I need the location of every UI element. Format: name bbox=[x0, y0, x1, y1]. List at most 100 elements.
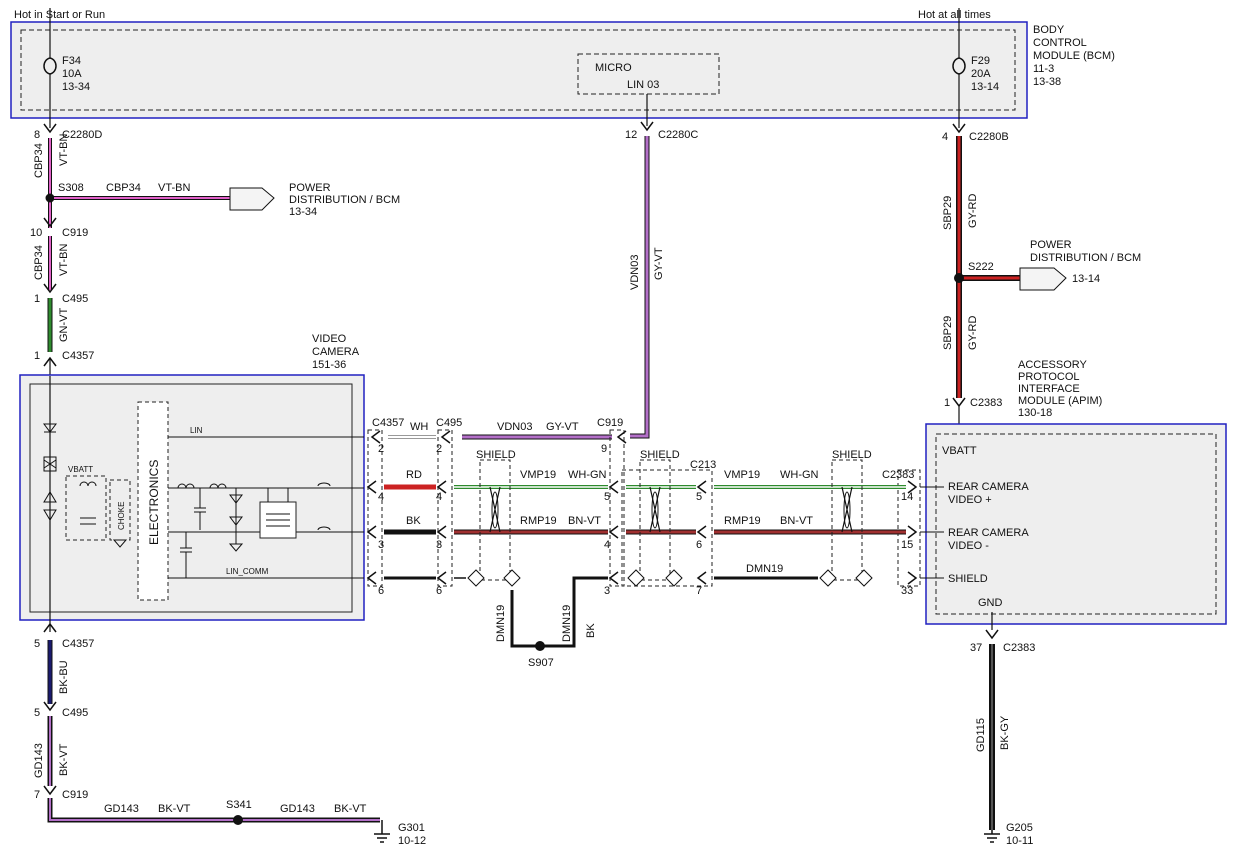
bcm-title-3: MODULE (BCM) bbox=[1033, 50, 1115, 62]
video-camera-module: VBATT CHOKE ELECTRONICS LIN LIN_COMM bbox=[19, 374, 365, 632]
wire-bk-drain: BK bbox=[585, 623, 597, 638]
wire-cbp34-mid: CBP34 bbox=[33, 245, 45, 280]
pin-sh-33: 33 bbox=[901, 585, 913, 597]
pin-vp-4b: 4 bbox=[436, 491, 442, 503]
shield-label-3: SHIELD bbox=[832, 449, 872, 461]
apim-ref: 130-18 bbox=[1018, 407, 1052, 419]
wire-bnvt-2: BN-VT bbox=[780, 515, 813, 527]
connector-c2280b: C2280B bbox=[969, 131, 1009, 143]
ground-g205-name: G205 bbox=[1006, 822, 1033, 834]
wire-gyrd-top: GY-RD bbox=[967, 194, 979, 228]
pin-sh-3: 3 bbox=[604, 585, 610, 597]
wire-whgn-1: WH-GN bbox=[568, 469, 607, 481]
pin-vp-4a: 4 bbox=[378, 491, 384, 503]
wire-cbp34-h: CBP34 bbox=[106, 182, 141, 194]
tvs-diode-icon bbox=[229, 488, 243, 540]
shield-drain-wire bbox=[366, 571, 918, 648]
camera-lin-label: LIN bbox=[190, 426, 203, 435]
pin-1-c4357: 1 bbox=[34, 350, 40, 362]
wire-rmp19-1: RMP19 bbox=[520, 515, 557, 527]
camera-title-2: CAMERA bbox=[312, 346, 360, 358]
camera-connector-icon bbox=[317, 482, 331, 531]
lin-wire-vdn03 bbox=[370, 94, 654, 444]
power-dist-left-ref: 13-34 bbox=[289, 206, 317, 218]
hot-all-times-label: Hot at all times bbox=[918, 9, 991, 21]
connector-c2383-bottom: C2383 bbox=[1003, 642, 1035, 654]
pin-vp-5a: 5 bbox=[604, 491, 610, 503]
wire-wh: WH bbox=[410, 421, 428, 433]
pin-vm-15: 15 bbox=[901, 539, 913, 551]
fuse-element-icon bbox=[43, 456, 57, 472]
wire-gyrd-bottom: GY-RD bbox=[967, 316, 979, 350]
pin-1-c495: 1 bbox=[34, 293, 40, 305]
apim-title-2: PROTOCOL bbox=[1018, 371, 1080, 383]
wire-whgn-2: WH-GN bbox=[780, 469, 819, 481]
apim-title-1: ACCESSORY bbox=[1018, 359, 1088, 371]
power-dist-connector-right-icon bbox=[1019, 267, 1067, 291]
wire-vdn03-h: VDN03 bbox=[497, 421, 532, 433]
camera-ref: 151-36 bbox=[312, 359, 346, 371]
wire-sbp29-bottom: SBP29 bbox=[942, 316, 954, 350]
choke-block bbox=[109, 479, 131, 541]
pin-sh-6b: 6 bbox=[436, 585, 442, 597]
fuse-f34-rating: 10A bbox=[62, 68, 82, 80]
pin-12: 12 bbox=[625, 129, 637, 141]
splice-s222: S222 bbox=[968, 261, 994, 273]
ground-g301-icon bbox=[374, 820, 390, 843]
bcm-title-2: CONTROL bbox=[1033, 37, 1087, 49]
hot-start-run-label: Hot in Start or Run bbox=[14, 9, 105, 21]
bcm-module: MICRO LIN 03 bbox=[10, 21, 1028, 119]
shield-label-1: SHIELD bbox=[476, 449, 516, 461]
electronics-label: ELECTRONICS bbox=[147, 460, 161, 545]
splice-s308-dot bbox=[45, 193, 55, 203]
fuse-f29-rating: 20A bbox=[971, 68, 991, 80]
connector-c919-left: C919 bbox=[62, 227, 88, 239]
electronics-block bbox=[137, 401, 169, 601]
pin-vm-3b: 3 bbox=[436, 539, 442, 551]
splice-s907-dot bbox=[535, 641, 545, 651]
connector-c495-left: C495 bbox=[62, 293, 88, 305]
wire-gyvt-h: GY-VT bbox=[546, 421, 579, 433]
splice-s341-dot bbox=[233, 815, 243, 825]
pin-8: 8 bbox=[34, 129, 40, 141]
power-dist-left-l2: DISTRIBUTION / BCM bbox=[289, 194, 400, 206]
wire-bkgy: BK-GY bbox=[999, 715, 1011, 750]
wire-vtbn-h: VT-BN bbox=[158, 182, 190, 194]
pin-sh-6a: 6 bbox=[378, 585, 384, 597]
wire-vdn03-v: VDN03 bbox=[629, 255, 641, 290]
apim-shield-label: SHIELD bbox=[948, 573, 988, 585]
shield-label-2: SHIELD bbox=[640, 449, 680, 461]
pin-vp-5b: 5 bbox=[696, 491, 702, 503]
apim-video-minus-1: REAR CAMERA bbox=[948, 527, 1029, 539]
apim-vbatt-label: VBATT bbox=[942, 445, 977, 457]
shield-twist-icons bbox=[467, 459, 873, 587]
pin-sh-7: 7 bbox=[696, 585, 702, 597]
pin-vp-14: 14 bbox=[901, 491, 913, 503]
fuse-f29-name: F29 bbox=[971, 55, 990, 67]
video-minus-wire bbox=[366, 525, 918, 539]
connector-c4357-bottom: C4357 bbox=[62, 638, 94, 650]
apim-module bbox=[920, 423, 1227, 625]
zener-diode-icon bbox=[43, 491, 57, 521]
connector-c2280c: C2280C bbox=[658, 129, 698, 141]
bcm-title-1: BODY bbox=[1033, 24, 1065, 36]
video-plus-wire bbox=[366, 480, 918, 494]
bcm-ref-2: 13-38 bbox=[1033, 76, 1061, 88]
apim-video-plus-2: VIDEO + bbox=[948, 494, 992, 506]
connector-c919-bottom: C919 bbox=[62, 789, 88, 801]
right-feed-wires bbox=[952, 8, 1020, 424]
wire-bk: BK bbox=[406, 515, 421, 527]
wire-vtbn-mid: VT-BN bbox=[58, 244, 70, 276]
diode-icon bbox=[43, 423, 57, 433]
pin-vm-4: 4 bbox=[604, 539, 610, 551]
wire-dmn19-v2: DMN19 bbox=[561, 605, 573, 642]
wire-dmn19-h: DMN19 bbox=[746, 563, 783, 575]
connector-c213: C213 bbox=[690, 459, 716, 471]
wire-rd: RD bbox=[406, 469, 422, 481]
bcm-lin-label: LIN 03 bbox=[627, 79, 659, 91]
wire-vmp19-1: VMP19 bbox=[520, 469, 556, 481]
power-dist-right-ref: 13-14 bbox=[1072, 273, 1100, 285]
wire-cbp34-top: CBP34 bbox=[33, 143, 45, 178]
camera-vbatt-label: VBATT bbox=[68, 465, 93, 474]
vbatt-block bbox=[65, 475, 107, 541]
